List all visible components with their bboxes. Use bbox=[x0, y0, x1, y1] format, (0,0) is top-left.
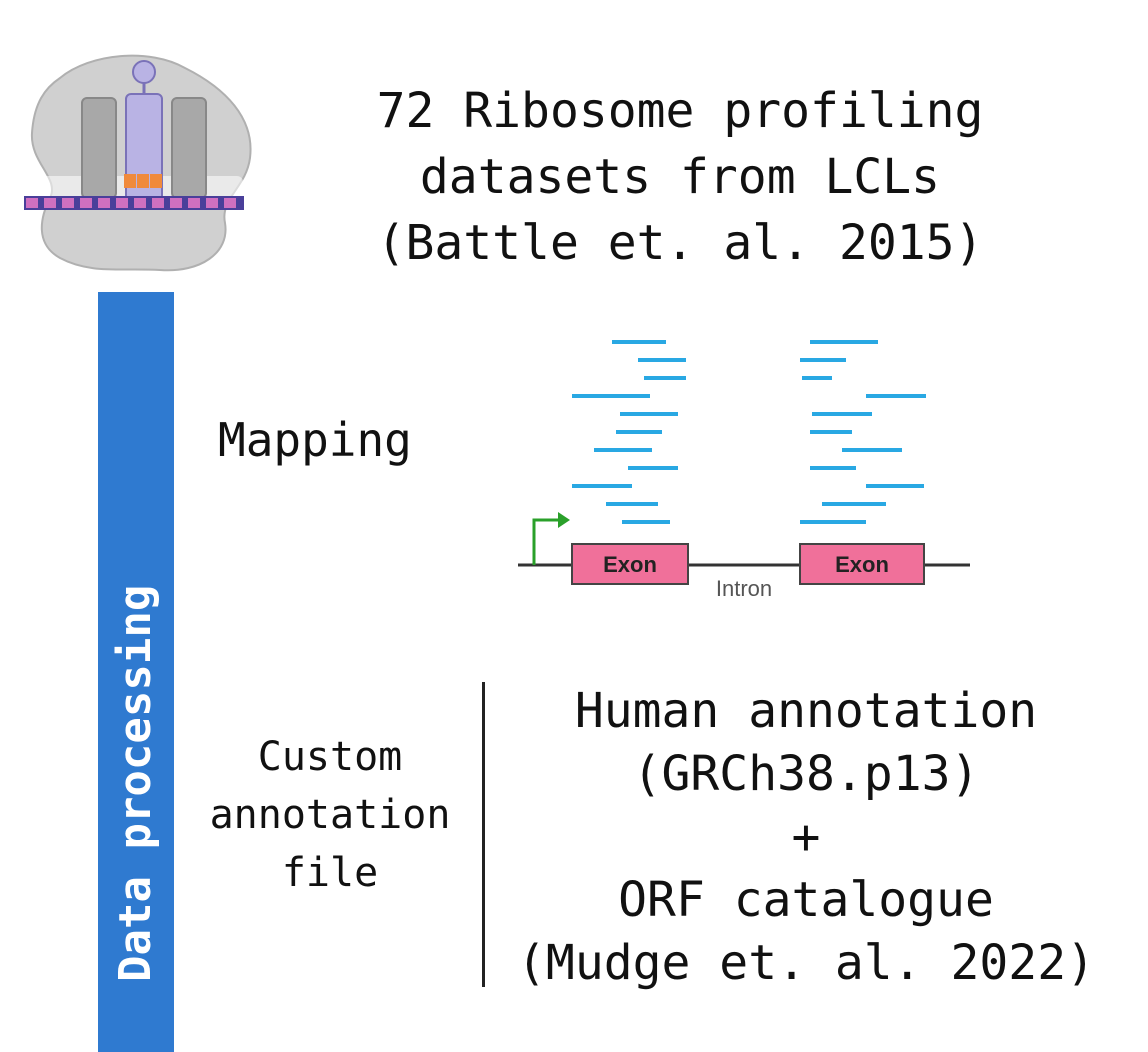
reads-exon-2 bbox=[800, 340, 926, 524]
sidebar-label: Data processing bbox=[110, 584, 161, 982]
custom-annotation-label: Custom annotation file bbox=[209, 734, 451, 896]
exon-2-box bbox=[799, 543, 925, 585]
exon-1-label: Exon bbox=[603, 552, 657, 577]
ribosome-icon bbox=[20, 48, 260, 278]
intron-label: Intron bbox=[716, 576, 772, 601]
annotation-sources: Human annotation (GRCh38.p13) + ORF cata… bbox=[517, 683, 1095, 991]
read-mapping-diagram: Exon Exon Intron bbox=[500, 320, 980, 610]
promoter-arrow-icon bbox=[532, 512, 570, 565]
anticodon-block bbox=[124, 174, 162, 188]
exon-1-box bbox=[571, 543, 689, 585]
data-processing-sidebar: Data processing bbox=[98, 292, 174, 1052]
annotation-divider bbox=[482, 682, 485, 987]
datasets-title: 72 Ribosome profiling datasets from LCLs… bbox=[376, 83, 984, 271]
reads-exon-1 bbox=[572, 340, 686, 524]
mapping-label: Mapping bbox=[218, 413, 412, 467]
exon-2-label: Exon bbox=[835, 552, 889, 577]
